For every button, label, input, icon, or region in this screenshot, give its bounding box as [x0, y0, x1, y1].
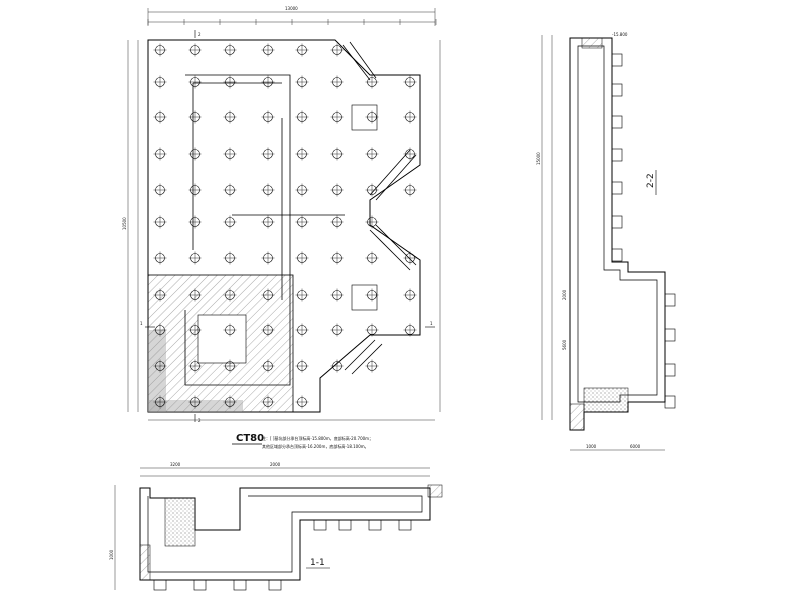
diagonal-braces	[342, 41, 417, 375]
section-mark-2-top: 2	[198, 32, 201, 37]
pile-head	[664, 293, 676, 307]
top-dimensions	[147, 8, 436, 26]
pile-grid	[153, 43, 417, 409]
pile-head	[233, 579, 247, 591]
section-mark-1-right: 1	[430, 321, 433, 326]
opening-lower	[351, 284, 378, 311]
sec2-outline	[569, 37, 666, 431]
pile-head	[193, 579, 207, 591]
pile-head	[611, 53, 623, 67]
pile-head	[368, 519, 382, 531]
note-line-1: 注：[ ]基坑部分承台顶标高-15.800m，底部标高-20.700m；	[262, 435, 373, 441]
sec1-outline	[139, 487, 431, 581]
section-2-label: 2-2	[646, 173, 656, 188]
sec2-piles	[611, 53, 676, 409]
sec2-elev: -15.800	[612, 32, 628, 37]
plan-view: 13000 10500	[122, 6, 441, 449]
pile-head	[611, 215, 623, 229]
sec2-inner	[577, 45, 658, 403]
sec1-dim-b: 2000	[270, 462, 281, 467]
section-1-1: 3200 2000 1000 1-1	[109, 462, 443, 591]
section-1-label: 1-1	[310, 558, 325, 568]
sec2-base-hatch	[569, 403, 585, 431]
overall-dim-top: 13000	[285, 6, 298, 11]
sec1-left-hatch	[139, 544, 151, 581]
pile-head	[611, 248, 623, 262]
overall-dim-left: 10500	[122, 217, 127, 230]
sec1-fill-block	[164, 497, 196, 547]
section-2-2: 15000 2000 5600 2-2 1000 6000 -15.800	[536, 32, 676, 451]
pile-head	[398, 519, 412, 531]
internal-walls	[184, 74, 345, 386]
note-line-2: 其他区域部分承台顶标高-16.200m，底部标高-18.100m。	[262, 443, 369, 449]
pit-inner	[197, 314, 247, 364]
pile-head	[611, 148, 623, 162]
opening-upper	[351, 104, 378, 131]
pile-head	[313, 519, 327, 531]
pile-head	[611, 115, 623, 129]
pile-head	[611, 83, 623, 97]
pile-head	[268, 579, 282, 591]
plan-title: CT80	[236, 433, 264, 444]
pit-band-left	[148, 330, 166, 412]
section-marks	[145, 30, 435, 422]
sec1-right-cap	[427, 484, 443, 498]
pit-band-bottom	[148, 400, 243, 412]
sec2-dim-b: 5600	[562, 339, 567, 350]
sec1-dim-c: 1000	[109, 549, 114, 560]
pile-head	[611, 181, 623, 195]
sec2-dim-left: 15000	[536, 152, 541, 165]
sec2-bottom-fill	[583, 387, 629, 413]
section-mark-1-left: 1	[140, 321, 143, 326]
pile-head	[664, 363, 676, 377]
plan-outline	[147, 39, 421, 413]
section-mark-2-bottom: 2	[198, 418, 201, 423]
sec1-piles	[153, 519, 412, 591]
pile-head	[153, 579, 167, 591]
sec2-top-block	[581, 37, 603, 49]
top-dimension-ticks	[147, 19, 437, 25]
sec2-dim-bottom-b: 6000	[630, 444, 641, 449]
sec1-dim-a: 3200	[170, 462, 181, 467]
left-dimensions	[127, 40, 139, 412]
sec2-dim-a: 2000	[562, 289, 567, 300]
pile-head	[338, 519, 352, 531]
sec2-dim-bottom-a: 1000	[586, 444, 597, 449]
pile-head	[664, 328, 676, 342]
pile-head	[664, 395, 676, 409]
